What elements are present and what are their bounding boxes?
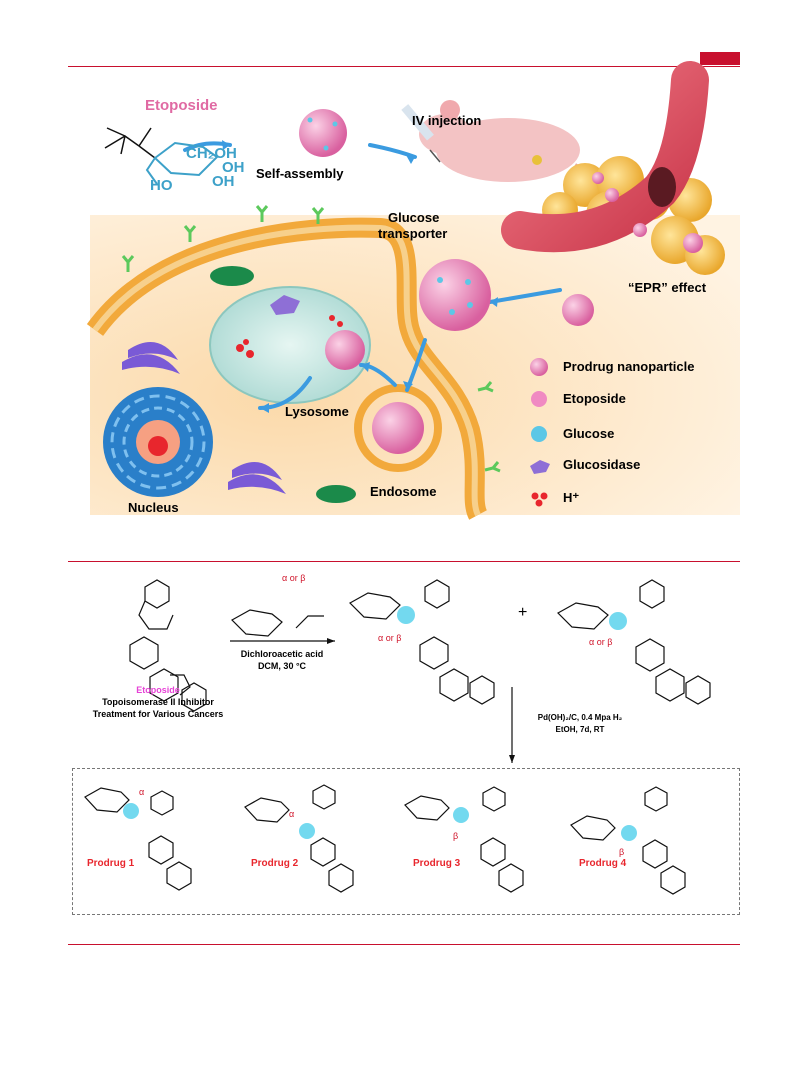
prodrug-panel: α Prodrug 1 α Prodrug 2 β Prodrug 3 β Pr… <box>72 768 740 915</box>
conditions-1: Dichloroacetic acid <box>241 649 324 659</box>
prodrug-name: Prodrug 2 <box>251 858 299 869</box>
synthesis-scheme: α or β Dichloroacetic acid DCM, 30 °C + … <box>93 573 711 763</box>
prodrug-structures: α Prodrug 1 α Prodrug 2 β Prodrug 3 β Pr… <box>84 784 686 895</box>
sugar-oh1: OH <box>222 159 245 176</box>
legend-item: H⁺ <box>563 490 579 505</box>
nanoparticle-top <box>299 109 347 157</box>
product-a-anomer: α or β <box>378 633 401 643</box>
nucleus-icon <box>103 387 213 497</box>
header-tab <box>700 52 740 65</box>
middle-rule <box>68 561 740 562</box>
plus-sign: + <box>518 604 527 621</box>
deprotect-conditions-2: EtOH, 7d, RT <box>556 725 605 734</box>
prodrug-name: Prodrug 4 <box>579 858 627 869</box>
prodrug-anomer: α <box>289 809 294 819</box>
conditions-2: DCM, 30 °C <box>258 661 307 671</box>
prodrug-name: Prodrug 1 <box>87 858 135 869</box>
mitochondrion <box>316 485 356 503</box>
nanoparticle-large <box>419 259 491 331</box>
label-iv-injection: IV injection <box>412 113 481 128</box>
prodrug-anomer: β <box>453 831 458 841</box>
top-rule <box>68 66 740 67</box>
etoposide-structure <box>129 579 207 712</box>
etoposide-desc-2: Treatment for Various Cancers <box>93 709 224 719</box>
mitochondrion <box>210 266 254 286</box>
etoposide-desc-1: Topoisomerase II Inhibitor <box>102 697 214 707</box>
label-endosome: Endosome <box>370 484 436 499</box>
prodrug-name: Prodrug 3 <box>413 858 461 869</box>
label-glucose-transporter: Glucose <box>388 210 439 225</box>
glucose-transporter-icons <box>121 205 501 473</box>
legend-item: Etoposide <box>563 391 626 406</box>
label-nucleus: Nucleus <box>128 500 179 515</box>
golgi-icon <box>122 342 286 494</box>
label-lysosome: Lysosome <box>285 404 349 419</box>
nanoparticle-small <box>562 294 594 326</box>
deprotect-conditions-1: Pd(OH)₂/C, 0.4 Mpa H₂ <box>538 713 623 722</box>
legend-item: Glucosidase <box>563 457 640 472</box>
legend-item: Glucose <box>563 426 614 441</box>
prodrug-anomer: α <box>139 787 144 797</box>
label-self-assembly: Self-assembly <box>256 166 344 181</box>
bottom-rule <box>68 944 740 945</box>
product-b-structure <box>557 579 711 705</box>
legend-item: Prodrug nanoparticle <box>563 359 694 374</box>
glucose-etoposide-structure <box>104 127 156 159</box>
prodrug-anomer: β <box>619 847 624 857</box>
sugar-ch2oh: CH₂OH <box>186 145 237 162</box>
legend-icons <box>530 358 550 507</box>
syringe-icon <box>401 104 441 163</box>
label-epr-effect: “EPR” effect <box>628 280 707 295</box>
etoposide-tag: Etoposide <box>145 97 218 114</box>
endosome-icon <box>354 384 442 472</box>
product-a-structure <box>349 579 495 705</box>
reagent-anomer-label: α or β <box>282 573 305 583</box>
sugar-ho: HO <box>150 177 173 194</box>
product-b-anomer: α or β <box>589 637 612 647</box>
sugar-oh2: OH <box>212 173 235 190</box>
label-glucose-transporter-2: transporter <box>378 226 447 241</box>
figure-nanoparticle-scheme: Etoposide CH₂OH OH OH HO Self-assembly I… <box>86 61 740 520</box>
etoposide-name: Etoposide <box>136 685 180 695</box>
